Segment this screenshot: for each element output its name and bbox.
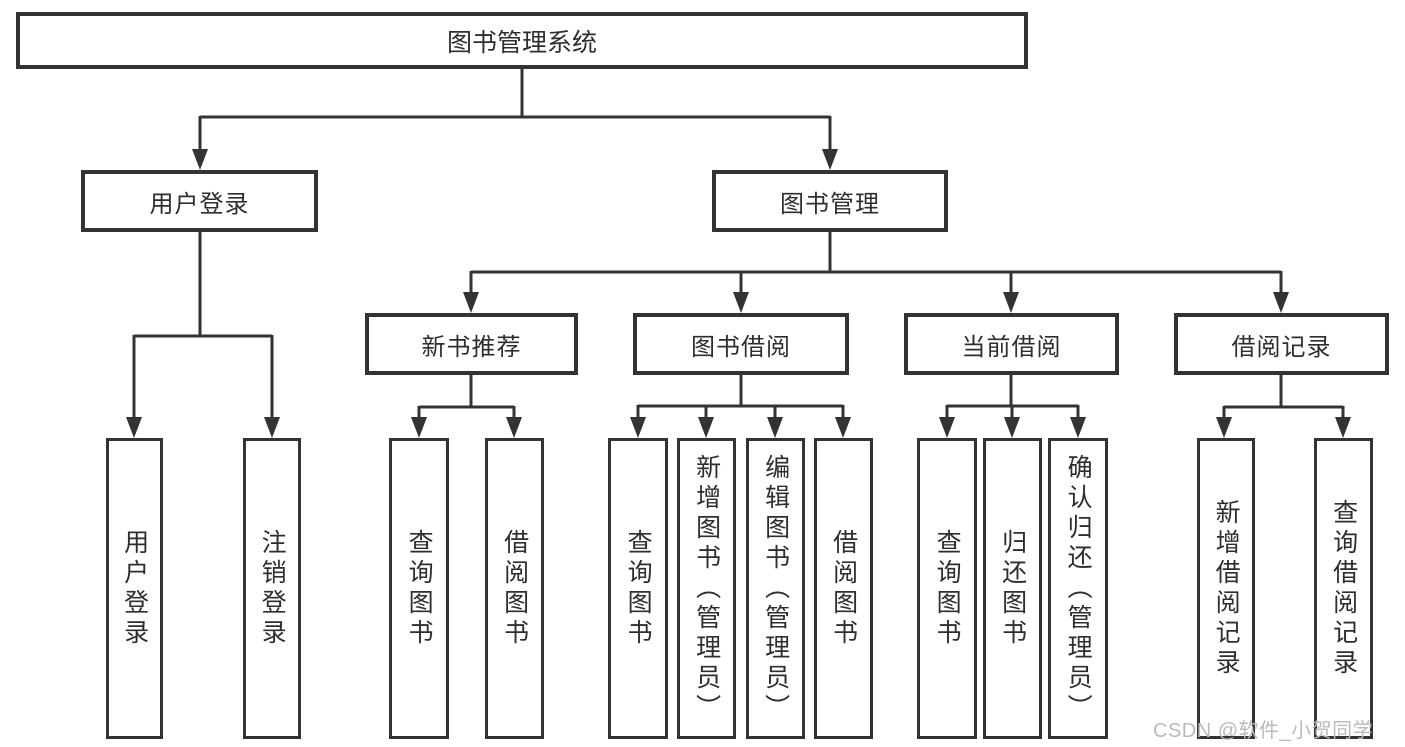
arrow-down-icon [1216,417,1232,438]
leaf-query-borrow-record: 查询借阅记录 [1314,438,1373,739]
node-label: 图书借阅 [691,333,791,361]
arrow-down-icon [126,417,142,438]
arrow-down-icon [939,417,955,438]
leaf-label: 查询借阅记录 [1329,498,1358,679]
arrow-down-icon [506,417,522,438]
arrow-down-icon [264,417,280,438]
leaf-edit-book-admin: 编辑图书（管理员） [746,438,805,739]
arrow-down-icon [733,292,749,313]
leaf-label: 借阅图书 [829,528,858,649]
leaf-label: 借阅图书 [500,528,529,649]
csdn-watermark: CSDN @软件_小贺同学 [1153,720,1374,742]
leaf-return-book: 归还图书 [983,438,1042,739]
node-label: 当前借阅 [961,333,1062,361]
node-user-login: 用户登录 [81,170,318,232]
arrow-down-icon [463,292,479,313]
leaf-label: 用户登录 [120,528,149,649]
leaf-logout: 注销登录 [243,438,301,739]
arrow-down-icon [192,149,208,170]
arrow-down-icon [411,417,427,438]
arrow-down-icon [1273,292,1289,313]
leaf-label: 新增图书（管理员） [692,453,721,724]
node-label: 新书推荐 [421,333,522,361]
arrow-down-icon [630,417,646,438]
leaf-borrow-book-recommend: 借阅图书 [485,438,544,739]
node-label: 图书管理系统 [446,28,597,57]
arrow-down-icon [835,417,851,438]
leaf-query-book-recommend: 查询图书 [389,438,449,739]
arrow-down-icon [1003,292,1019,313]
node-root-system: 图书管理系统 [16,12,1028,69]
leaf-query-book-current: 查询图书 [917,438,977,739]
leaf-label: 查询图书 [405,528,434,649]
node-new-book-recommend: 新书推荐 [365,313,578,375]
arrow-down-icon [698,417,714,438]
leaf-label: 注销登录 [258,528,287,649]
node-borrow-records: 借阅记录 [1174,313,1389,375]
leaf-label: 编辑图书（管理员） [761,453,790,724]
leaf-label: 归还图书 [998,528,1027,649]
leaf-user-login: 用户登录 [106,438,163,739]
leaf-borrow-book-borrow: 借阅图书 [814,438,873,739]
node-label: 图书管理 [780,190,880,218]
leaf-confirm-return-admin: 确认归还（管理员） [1048,438,1108,739]
leaf-label: 新增借阅记录 [1212,498,1241,679]
leaf-query-book-borrow: 查询图书 [608,438,668,739]
node-label: 用户登录 [149,190,250,218]
leaf-label: 查询图书 [933,528,962,649]
node-book-management: 图书管理 [712,170,948,232]
node-label: 借阅记录 [1231,333,1332,361]
node-current-borrow: 当前借阅 [904,313,1119,375]
leaf-label: 查询图书 [624,528,653,649]
node-book-borrow: 图书借阅 [633,313,849,375]
leaf-add-book-admin: 新增图书（管理员） [677,438,736,739]
leaf-add-borrow-record: 新增借阅记录 [1197,438,1255,739]
arrow-down-icon [822,149,838,170]
arrow-down-icon [1335,417,1351,438]
arrow-down-icon [1070,417,1086,438]
arrow-down-icon [1004,417,1020,438]
leaf-label: 确认归还（管理员） [1064,453,1093,724]
arrow-down-icon [767,417,783,438]
